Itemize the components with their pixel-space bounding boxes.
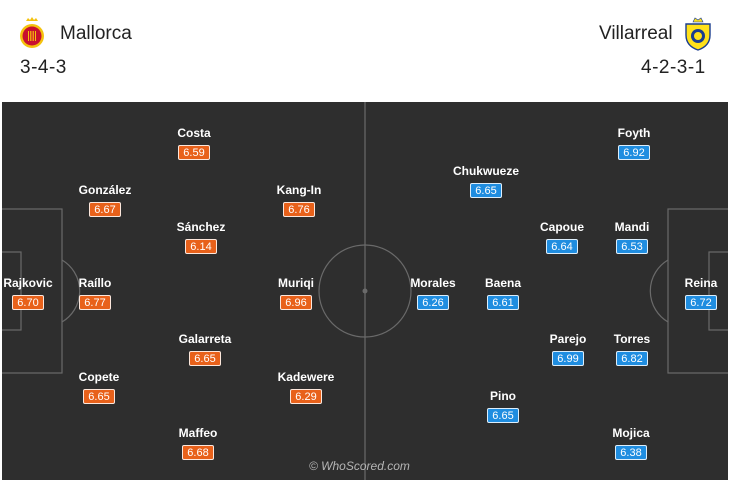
player-rating: 6.38 (615, 445, 647, 460)
player-rating: 6.72 (685, 295, 717, 310)
player-name: Foyth (617, 126, 651, 140)
player-foyth[interactable]: Foyth 6.92 (594, 126, 674, 161)
player-name: Maffeo (178, 426, 218, 440)
player-rating: 6.68 (182, 445, 214, 460)
home-formation: 3-4-3 (20, 57, 67, 78)
player-muriqi[interactable]: Muriqi 6.96 (256, 276, 336, 311)
player-name: Parejo (549, 332, 587, 346)
player-name: Torres (613, 332, 651, 346)
player-rating: 6.82 (616, 351, 648, 366)
player-name: Morales (410, 276, 456, 290)
player-rating: 6.92 (618, 145, 650, 160)
player-sanchez[interactable]: Sánchez 6.14 (161, 220, 241, 255)
mallorca-crest-icon (20, 17, 44, 48)
player-name: Copete (78, 370, 120, 384)
player-name: González (78, 183, 132, 197)
player-rating: 6.29 (290, 389, 322, 404)
player-name: Reina (684, 276, 718, 290)
player-rating: 6.96 (280, 295, 312, 310)
player-mandi[interactable]: Mandi 6.53 (592, 220, 672, 255)
player-rating: 6.14 (185, 239, 217, 254)
player-kang-in[interactable]: Kang-In 6.76 (259, 183, 339, 218)
villarreal-crest-icon (685, 17, 711, 51)
player-rating: 6.76 (283, 202, 315, 217)
player-rating: 6.65 (189, 351, 221, 366)
away-team-name[interactable]: Villarreal (599, 23, 673, 44)
player-name: Galarreta (178, 332, 232, 346)
player-mojica[interactable]: Mojica 6.38 (591, 426, 671, 461)
player-maffeo[interactable]: Maffeo 6.68 (158, 426, 238, 461)
player-name: Mandi (614, 220, 650, 234)
watermark: © WhoScored.com (309, 459, 410, 473)
player-copete[interactable]: Copete 6.65 (59, 370, 139, 405)
player-rating: 6.26 (417, 295, 449, 310)
player-raillo[interactable]: Raíllo 6.77 (55, 276, 135, 311)
away-formation: 4-2-3-1 (641, 57, 706, 78)
player-pino[interactable]: Pino 6.65 (463, 389, 543, 424)
player-gonzalez[interactable]: González 6.67 (65, 183, 145, 218)
player-rating: 6.67 (89, 202, 121, 217)
player-rating: 6.61 (487, 295, 519, 310)
player-name: Chukwueze (452, 164, 519, 178)
player-name: Muriqi (278, 276, 314, 290)
player-name: Baena (484, 276, 522, 290)
player-morales[interactable]: Morales 6.26 (393, 276, 473, 311)
player-rating: 6.70 (12, 295, 44, 310)
player-costa[interactable]: Costa 6.59 (154, 126, 234, 161)
player-rating: 6.65 (470, 183, 502, 198)
player-rating: 6.65 (83, 389, 115, 404)
player-name: Pino (490, 389, 516, 403)
player-reina[interactable]: Reina 6.72 (661, 276, 728, 311)
player-rating: 6.59 (178, 145, 210, 160)
player-rating: 6.99 (552, 351, 584, 366)
player-name: Kang-In (276, 183, 322, 197)
player-name: Capoue (539, 220, 584, 234)
player-name: Raíllo (78, 276, 112, 290)
player-name: Mojica (612, 426, 650, 440)
player-parejo[interactable]: Parejo 6.99 (528, 332, 608, 367)
player-name: Rajkovic (3, 276, 53, 290)
player-galarreta[interactable]: Galarreta 6.65 (165, 332, 245, 367)
player-capoue[interactable]: Capoue 6.64 (522, 220, 602, 255)
pitch-lines (2, 102, 728, 480)
player-baena[interactable]: Baena 6.61 (463, 276, 543, 311)
player-rating: 6.77 (79, 295, 111, 310)
player-torres[interactable]: Torres 6.82 (592, 332, 672, 367)
player-kadewere[interactable]: Kadewere 6.29 (266, 370, 346, 405)
player-chukwueze[interactable]: Chukwueze 6.65 (446, 164, 526, 199)
player-rating: 6.53 (616, 239, 648, 254)
player-rajkovic[interactable]: Rajkovic 6.70 (2, 276, 68, 311)
home-team-name[interactable]: Mallorca (60, 23, 132, 44)
player-rating: 6.64 (546, 239, 578, 254)
player-name: Kadewere (277, 370, 335, 384)
player-name: Sánchez (176, 220, 226, 234)
player-rating: 6.65 (487, 408, 519, 423)
player-name: Costa (177, 126, 211, 140)
pitch: Rajkovic 6.70 Raíllo 6.77 González 6.67 … (2, 102, 728, 480)
match-header: Mallorca 3-4-3 Villarreal 4-2-3-1 (0, 0, 730, 102)
